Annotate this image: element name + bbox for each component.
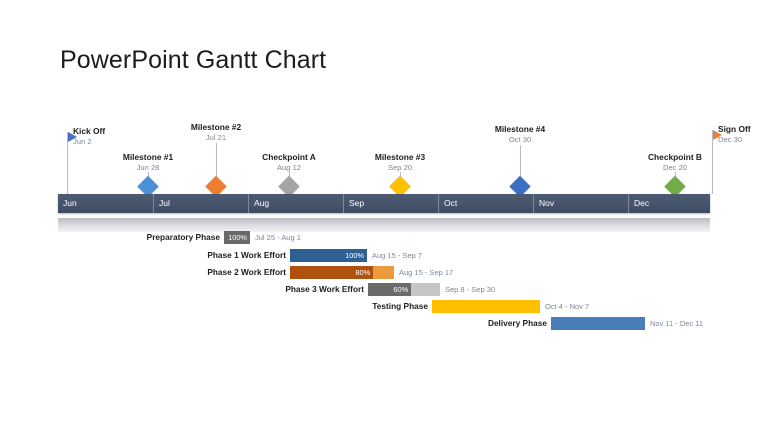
task-label-phase-1-work-effort: Phase 1 Work Effort (207, 250, 286, 260)
timeline-month-aug: Aug (248, 194, 343, 213)
task-percent-preparatory-phase: 100% (228, 233, 247, 242)
marker-date-checkpoint-a: Aug 12 (276, 163, 302, 172)
marker-title-milestone-1: Milestone #1 (122, 152, 174, 162)
task-bar-delivery-phase[interactable] (551, 317, 645, 330)
task-label-phase-2-work-effort: Phase 2 Work Effort (207, 267, 286, 277)
marker-date-milestone-3: Sep 20 (387, 163, 413, 172)
marker-date-checkpoint-b: Dec 20 (662, 163, 688, 172)
task-dates-delivery-phase: Nov 11 - Dec 11 (650, 319, 704, 328)
task-dates-phase-3-work-effort: Sep 8 - Sep 30 (445, 285, 496, 294)
task-row: Phase 2 Work Effort 80% Aug 15 - Sep 17 (0, 266, 768, 279)
task-progress-fill-phase-1-work-effort (290, 249, 367, 262)
flag-icon-kick-off[interactable] (68, 132, 77, 142)
task-progress-fill-phase-2-work-effort (290, 266, 374, 279)
marker-date-milestone-1: Jun 28 (136, 163, 160, 172)
timeline-month-dec: Dec (628, 194, 710, 213)
task-row: Phase 3 Work Effort 60% Sep 8 - Sep 30 (0, 283, 768, 296)
task-label-testing-phase: Testing Phase (372, 301, 428, 311)
task-progress-fill-testing-phase (432, 300, 540, 313)
marker-title-checkpoint-b: Checkpoint B (648, 152, 702, 162)
marker-title-checkpoint-a: Checkpoint A (262, 152, 316, 162)
timeline-month-jul: Jul (153, 194, 248, 213)
marker-title-sign-off: Sign Off (718, 124, 751, 134)
task-dates-phase-1-work-effort: Aug 15 - Sep 7 (372, 251, 423, 260)
task-percent-phase-1-work-effort: 100% (345, 251, 364, 260)
timeline-month-oct: Oct (438, 194, 533, 213)
task-bar-phase-3-work-effort[interactable] (368, 283, 440, 296)
page-title: PowerPoint Gantt Chart (60, 46, 327, 74)
task-dates-preparatory-phase: Jul 25 - Aug 1 (255, 233, 301, 242)
task-label-delivery-phase: Delivery Phase (487, 318, 547, 328)
task-row: Phase 1 Work Effort 100% Aug 15 - Sep 7 (0, 249, 768, 262)
marker-date-milestone-2: Jul 21 (205, 133, 227, 142)
marker-stem-milestone-4 (520, 145, 521, 185)
task-dates-phase-2-work-effort: Aug 15 - Sep 17 (399, 268, 454, 277)
task-progress-fill-phase-3-work-effort (368, 283, 412, 296)
task-dates-testing-phase: Oct 4 - Nov 7 (545, 302, 590, 311)
task-bar-phase-2-work-effort[interactable] (290, 266, 394, 279)
timeline-axis-shadow (58, 218, 710, 232)
task-bar-phase-1-work-effort[interactable] (290, 249, 367, 262)
marker-date-sign-off: Dec 30 (718, 135, 743, 144)
marker-date-kick-off: Jun 2 (73, 137, 92, 146)
task-percent-phase-2-work-effort: 80% (355, 268, 371, 277)
task-percent-phase-3-work-effort: 60% (393, 285, 409, 294)
marker-date-milestone-4: Oct 30 (508, 135, 532, 144)
marker-title-milestone-3: Milestone #3 (374, 152, 426, 162)
task-bar-preparatory-phase[interactable] (224, 231, 250, 244)
marker-title-milestone-2: Milestone #2 (190, 122, 242, 132)
task-label-phase-3-work-effort: Phase 3 Work Effort (285, 284, 364, 294)
task-row: Delivery Phase Nov 11 - Dec 11 (0, 317, 768, 330)
timeline-month-sep: Sep (343, 194, 438, 213)
timeline-month-nov: Nov (533, 194, 628, 213)
task-progress-fill-delivery-phase (551, 317, 645, 330)
marker-title-milestone-4: Milestone #4 (494, 124, 546, 134)
task-label-preparatory-phase: Preparatory Phase (146, 232, 220, 242)
marker-stem-milestone-2 (216, 143, 217, 185)
task-row: Preparatory Phase 100% Jul 25 - Aug 1 (0, 231, 768, 244)
timeline-month-jun: Jun (63, 198, 77, 208)
task-progress-fill-preparatory-phase (224, 231, 250, 244)
task-bar-testing-phase[interactable] (432, 300, 540, 313)
marker-title-kick-off: Kick Off (73, 126, 106, 136)
marker-stem-sign-off (712, 130, 713, 194)
marker-stem-kick-off (67, 132, 68, 194)
task-row: Testing Phase Oct 4 - Nov 7 (0, 300, 768, 313)
flag-icon-sign-off[interactable] (713, 130, 722, 140)
